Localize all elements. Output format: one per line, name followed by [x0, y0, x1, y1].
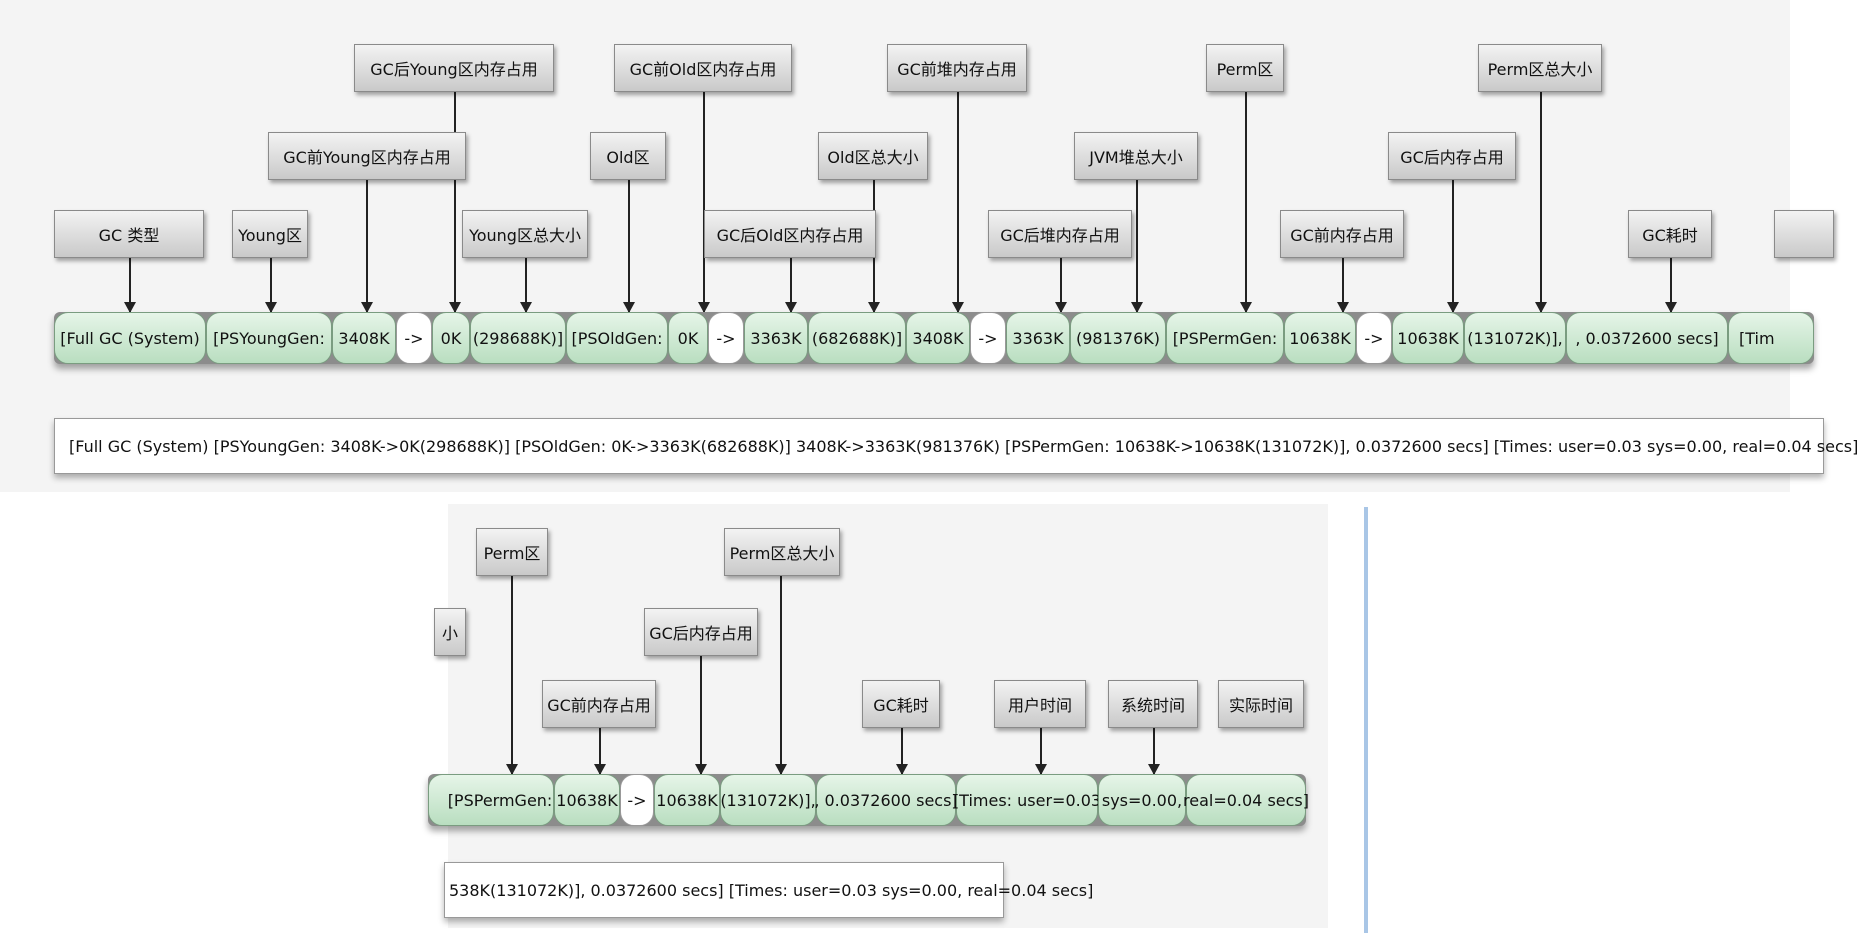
- connector-young: [265, 258, 277, 313]
- segment-perm-after: 10638K: [1392, 312, 1464, 364]
- connector-old-before: [698, 92, 710, 313]
- label-mem-before-gc: GC前内存占用: [542, 680, 656, 728]
- segment-times-user: [Times: user=0.03: [953, 774, 1101, 826]
- segment-old-before: 0K: [668, 312, 708, 364]
- connector-perm-total: [775, 568, 787, 775]
- label-mem-after-gc: GC后内存占用: [644, 608, 758, 656]
- segment-old-after: 3363K: [744, 312, 808, 364]
- segment-heap-before: 3408K: [906, 312, 970, 364]
- label-user-time: 用户时间: [994, 680, 1086, 728]
- segment-pspermgen: [PSPermGen:: [428, 774, 554, 826]
- label-old-after-gc: GC后Old区内存占用: [704, 210, 876, 258]
- connector-gc-type: [124, 258, 136, 313]
- segment-arrow: ->: [396, 312, 432, 364]
- bottom-diagram-panel: Perm区 Perm区总大小 小 GC后内存占用 GC前内存占用 GC耗时 用户…: [428, 504, 1328, 928]
- label-young-after-gc: GC后Young区内存占用: [354, 44, 554, 92]
- label-real-time: 实际时间: [1218, 680, 1304, 728]
- segment-perm-total: (131072K)],: [1464, 312, 1566, 364]
- segment-old-total: (682688K)]: [808, 312, 906, 364]
- label-perm-total: Perm区总大小: [724, 528, 840, 576]
- label-old: Old区: [590, 132, 666, 180]
- label-perm-total: Perm区总大小: [1478, 44, 1602, 92]
- label-mem-before-gc: GC前内存占用: [1280, 210, 1404, 258]
- label-perm: Perm区: [1206, 44, 1284, 92]
- connector-user-time: [1035, 720, 1047, 775]
- segment-young-total: (298688K)]: [470, 312, 566, 364]
- label-young: Young区: [232, 210, 308, 258]
- label-heap-before-gc: GC前堆内存占用: [887, 44, 1027, 92]
- segment-perm-before: 10638K: [1284, 312, 1356, 364]
- segment-times-cut: [Tim: [1728, 312, 1814, 364]
- gc-log-segment-strip: [Full GC (System) [PSYoungGen: 3408K -> …: [54, 312, 1814, 364]
- connector-perm: [1240, 92, 1252, 313]
- label-sys-time: 系统时间: [1108, 680, 1198, 728]
- segment-pspermgen: [PSPermGen:: [1166, 312, 1284, 364]
- gc-log-segment-strip: [PSPermGen: 10638K -> 10638K (131072K)],…: [428, 774, 1309, 826]
- segment-young-before: 3408K: [332, 312, 396, 364]
- segment-arrow: ->: [970, 312, 1006, 364]
- segment-perm-total: (131072K)],: [720, 774, 816, 826]
- top-diagram-panel: GC后Young区内存占用 GC前Old区内存占用 GC前堆内存占用 Perm区…: [0, 0, 1858, 492]
- gc-log-line-partial: 538K(131072K)], 0.0372600 secs] [Times: …: [444, 862, 1093, 918]
- segment-real: real=0.04 secs]: [1183, 774, 1309, 826]
- connector-gc-time: [896, 720, 908, 775]
- segment-heap-total: (981376K): [1070, 312, 1166, 364]
- segment-gc-time: , 0.0372600 secs]: [814, 774, 958, 826]
- connector-mem-after: [695, 648, 707, 775]
- label-gc-time: GC耗时: [1628, 210, 1712, 258]
- connector-perm: [506, 568, 518, 775]
- segment-arrow: ->: [620, 774, 654, 826]
- label-jvm-heap-total: JVM堆总大小: [1074, 132, 1198, 180]
- vertical-divider: [1364, 507, 1368, 933]
- connector-mem-before: [1337, 258, 1349, 313]
- label-old-before-gc: GC前Old区内存占用: [614, 44, 792, 92]
- segment-psoldgen: [PSOldGen:: [566, 312, 668, 364]
- segment-gc-type: [Full GC (System): [54, 312, 206, 364]
- label-perm: Perm区: [476, 528, 548, 576]
- segment-arrow: ->: [708, 312, 744, 364]
- segment-young-after: 0K: [432, 312, 470, 364]
- segment-psyounggen: [PSYoungGen:: [206, 312, 332, 364]
- segment-perm-before: 10638K: [554, 774, 620, 826]
- segment-heap-after: 3363K: [1006, 312, 1070, 364]
- connector-old: [623, 180, 635, 313]
- label-young-before-gc: GC前Young区内存占用: [268, 132, 466, 180]
- connector-perm-total: [1535, 92, 1547, 313]
- connector-young-before: [361, 180, 373, 313]
- label-gc-type: GC 类型: [54, 210, 204, 258]
- label-young-total: Young区总大小: [462, 210, 588, 258]
- connector-heap-before: [952, 92, 964, 313]
- connector-young-after: [449, 92, 461, 313]
- label-heap-after-gc: GC后堆内存占用: [988, 210, 1132, 258]
- label-mem-after-gc: GC后内存占用: [1388, 132, 1516, 180]
- connector-gc-time: [1665, 258, 1677, 313]
- connector-mem-before: [594, 720, 606, 775]
- label-gc-time: GC耗时: [862, 680, 940, 728]
- connector-heap-after: [1055, 258, 1067, 313]
- connector-young-total: [520, 258, 532, 313]
- connector-jvm-heap-total: [1131, 180, 1143, 313]
- gc-log-line: [Full GC (System) [PSYoungGen: 3408K->0K…: [54, 418, 1858, 474]
- segment-gc-time: , 0.0372600 secs]: [1566, 312, 1728, 364]
- label-cut-off: 小: [434, 608, 466, 656]
- segment-perm-after: 10638K: [654, 774, 720, 826]
- connector-mem-after: [1447, 180, 1459, 313]
- connector-old-after: [785, 258, 797, 313]
- segment-sys: sys=0.00,: [1098, 774, 1186, 826]
- segment-arrow: ->: [1356, 312, 1392, 364]
- label-cut-off: [1774, 210, 1834, 258]
- label-old-total: Old区总大小: [818, 132, 928, 180]
- connector-sys-time: [1148, 720, 1160, 775]
